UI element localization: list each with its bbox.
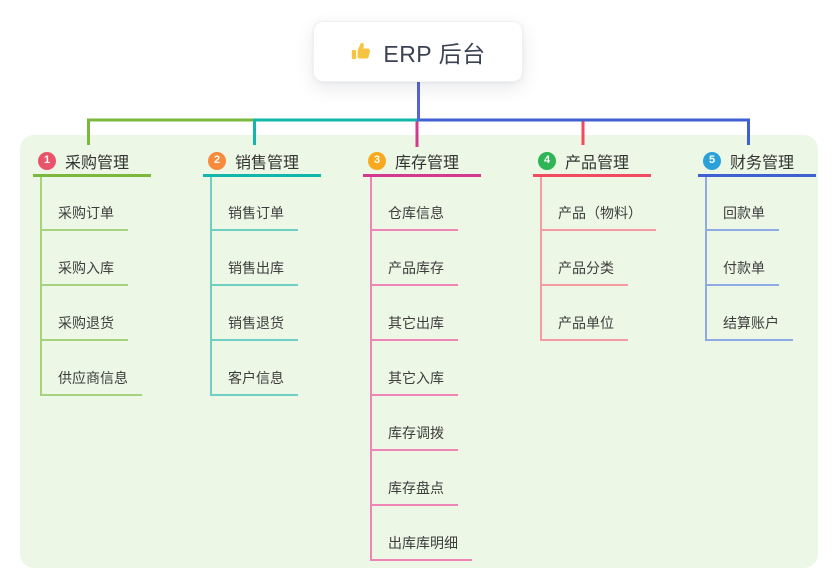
child-node[interactable]: 采购订单: [40, 204, 128, 231]
child-node[interactable]: 库存调拨: [370, 424, 458, 451]
branch-trunk-line: [370, 177, 372, 561]
child-node[interactable]: 其它出库: [370, 314, 458, 341]
branch-number-badge: 4: [538, 151, 556, 170]
root-node[interactable]: ERP 后台: [313, 21, 523, 82]
child-node[interactable]: 回款单: [705, 204, 779, 231]
branches-panel: [20, 135, 818, 568]
branch-trunk-line: [210, 177, 212, 396]
branch-trunk-line: [540, 177, 542, 341]
branch-label: 销售管理: [235, 154, 300, 172]
branch-node-4[interactable]: 4 产品管理: [533, 147, 651, 177]
branch-trunk-line: [40, 177, 42, 396]
child-node[interactable]: 销售出库: [210, 259, 298, 286]
branch-number-badge: 5: [703, 151, 721, 170]
branch-number-badge: 2: [208, 151, 226, 170]
branch-trunk-line: [705, 177, 707, 341]
branch-node-3[interactable]: 3 库存管理: [363, 147, 481, 177]
child-node[interactable]: 供应商信息: [40, 369, 142, 396]
child-node[interactable]: 其它入库: [370, 369, 458, 396]
branch-number-badge: 1: [38, 151, 56, 170]
child-node[interactable]: 结算账户: [705, 314, 793, 341]
child-node[interactable]: 销售退货: [210, 314, 298, 341]
child-node[interactable]: 产品（物料）: [540, 204, 656, 231]
branch-node-2[interactable]: 2 销售管理: [203, 147, 321, 177]
child-node[interactable]: 出库库明细: [370, 534, 472, 561]
child-node[interactable]: 产品分类: [540, 259, 628, 286]
branch-label: 财务管理: [730, 154, 795, 172]
branch-node-1[interactable]: 1 采购管理: [33, 147, 151, 177]
child-node[interactable]: 仓库信息: [370, 204, 458, 231]
child-node[interactable]: 付款单: [705, 259, 779, 286]
child-node[interactable]: 产品库存: [370, 259, 458, 286]
thumbs-up-icon: [350, 40, 373, 63]
branch-label: 采购管理: [65, 154, 130, 172]
root-label: ERP 后台: [383, 40, 486, 67]
branch-label: 库存管理: [395, 154, 460, 172]
branch-number-badge: 3: [368, 151, 386, 170]
child-node[interactable]: 采购入库: [40, 259, 128, 286]
child-node[interactable]: 库存盘点: [370, 479, 458, 506]
child-node[interactable]: 采购退货: [40, 314, 128, 341]
child-node[interactable]: 产品单位: [540, 314, 628, 341]
child-node[interactable]: 客户信息: [210, 369, 298, 396]
branch-node-5[interactable]: 5 财务管理: [698, 147, 816, 177]
child-node[interactable]: 销售订单: [210, 204, 298, 231]
branch-label: 产品管理: [565, 154, 630, 172]
